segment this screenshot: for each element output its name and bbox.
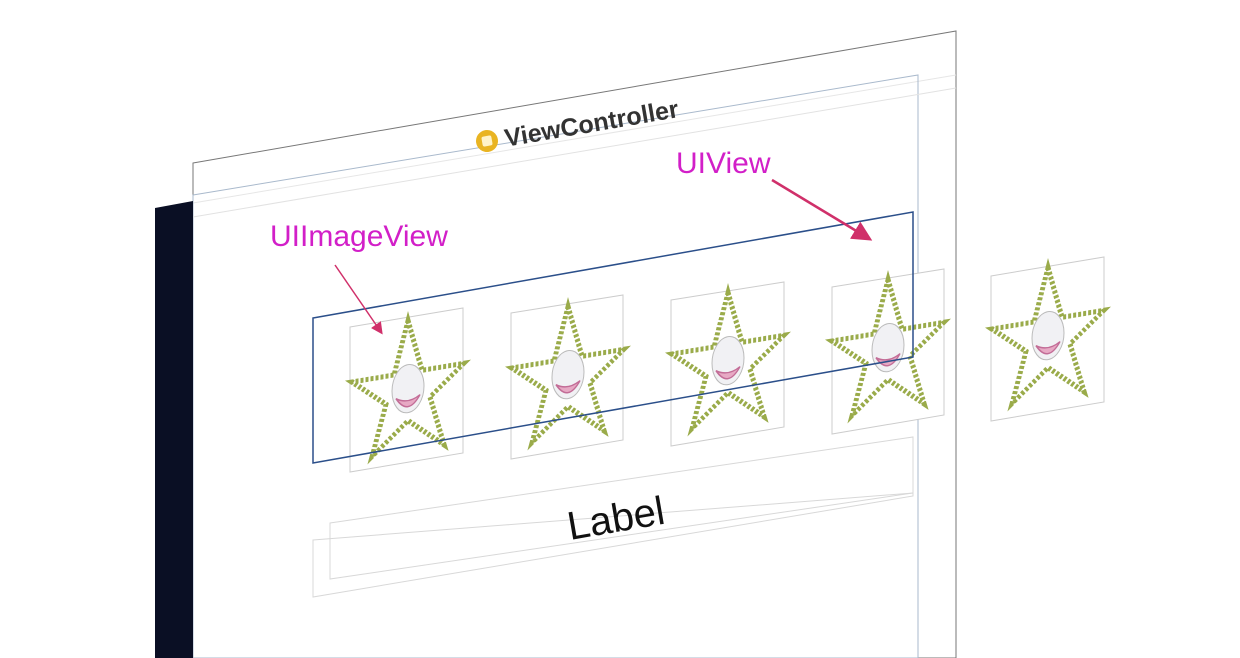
uiview-arrow	[771, 178, 873, 241]
safe-area-line	[192, 87, 957, 218]
window-layer-edge	[155, 201, 193, 658]
label-box[interactable]	[312, 492, 914, 598]
uiview-annotation: UIView	[676, 147, 771, 180]
image-view-1[interactable]	[350, 307, 464, 473]
nav-bar-divider	[192, 74, 957, 204]
image-view-3[interactable]	[671, 282, 784, 447]
uiview-outline[interactable]	[312, 211, 914, 464]
view-controller-icon	[476, 130, 498, 152]
image-view-4[interactable]	[832, 269, 944, 435]
image-view-2[interactable]	[511, 294, 624, 460]
uiimageview-arrow	[334, 264, 383, 335]
uiimageview-annotation: UIImageView	[270, 220, 448, 253]
image-view-5[interactable]	[991, 257, 1104, 422]
